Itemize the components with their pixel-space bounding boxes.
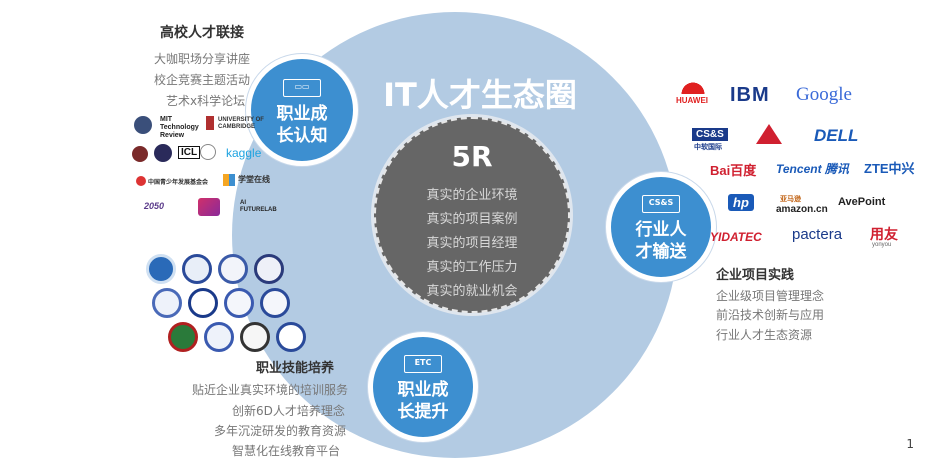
year2050-logo: 2050 xyxy=(144,201,165,211)
university-seal-icon xyxy=(260,288,290,318)
university-seal-icon xyxy=(132,146,148,162)
ecosystem-title: IT人才生态圈 xyxy=(383,76,577,114)
node-label: 职业成 长认知 xyxy=(276,104,328,146)
node-career-improve: ETC 职业成 长提升 xyxy=(368,332,478,442)
university-seal-icon xyxy=(218,254,248,284)
node-logo-icon: ETC xyxy=(404,355,442,373)
campus-item: 大咖职场分享讲座 xyxy=(154,52,251,66)
ibm-logo: IBM xyxy=(730,84,770,106)
university-seal-icon xyxy=(224,288,254,318)
enterprise-section-title: 企业项目实践 xyxy=(716,268,795,283)
node-logo-icon: ▭▭ xyxy=(283,79,321,97)
google-logo: Google xyxy=(796,84,852,105)
skills-item: 多年沉淀研发的教育资源 xyxy=(214,424,347,438)
campus-section-title: 高校人才联接 xyxy=(160,25,244,41)
avepoint-logo: AvePoint xyxy=(838,196,886,208)
core-item: 真实的工作压力 xyxy=(426,260,518,275)
kaggle-logo: kaggle xyxy=(226,146,262,160)
node-label: 职业成 长提升 xyxy=(397,380,449,422)
node-label: 行业人 才输送 xyxy=(635,220,687,262)
skills-item: 创新6D人才培养理念 xyxy=(232,404,345,418)
enterprise-item: 前沿技术创新与应用 xyxy=(716,308,825,322)
university-seal-icon xyxy=(154,144,172,162)
ai-lab-logo: AI FUTURELAB xyxy=(240,200,277,213)
enterprise-item: 行业人才生态资源 xyxy=(716,328,813,342)
baidu-logo: Bai百度 xyxy=(710,163,757,178)
company-triangle-icon xyxy=(756,124,782,144)
university-seal-icon xyxy=(240,322,270,352)
campus-item: 校企竞赛主题活动 xyxy=(154,73,251,87)
cambridge-shield-icon xyxy=(206,116,214,130)
node-industry-transfer: CS&S 行业人 才输送 xyxy=(606,172,716,282)
cambridge-logo: UNIVERSITY OF CAMBRIDGE xyxy=(218,117,264,130)
zte-logo: ZTE中兴 xyxy=(864,161,915,176)
amazon-cn-label: 亚马逊 xyxy=(780,196,801,203)
core-item: 真实的项目经理 xyxy=(426,236,518,251)
yonyou-subtitle: yonyou xyxy=(872,242,892,248)
css-logo: CS&S xyxy=(692,128,728,141)
dell-logo: DELL xyxy=(814,126,859,145)
core-circle xyxy=(374,117,570,313)
xuetang-icon xyxy=(223,174,235,186)
hp-logo: hp xyxy=(728,194,754,211)
xuetang-logo: 学堂在线 xyxy=(238,175,270,184)
university-seal-icon xyxy=(254,254,284,284)
huawei-icon xyxy=(680,78,706,94)
core-title: 5R xyxy=(451,140,493,173)
university-seal-grid xyxy=(140,254,316,356)
yidatec-logo: YIDATEC xyxy=(710,230,762,244)
node-career-cognition: ▭▭ 职业成 长认知 xyxy=(246,54,358,166)
yonyou-logo: 用友 xyxy=(870,226,898,242)
css-subtitle: 中软国际 xyxy=(694,144,722,151)
university-seal-icon xyxy=(204,322,234,352)
node-logo-icon: CS&S xyxy=(642,195,680,213)
youth-foundation-logo: 中国青少年发展基金会 xyxy=(148,180,209,186)
amazon-logo: amazon.cn xyxy=(776,204,828,215)
core-item: 真实的就业机会 xyxy=(426,284,518,299)
core-item: 真实的企业环境 xyxy=(426,188,518,203)
skills-item: 智慧化在线教育平台 xyxy=(232,444,341,458)
mit-logo: MIT Technology Review xyxy=(160,116,199,139)
skills-section-title: 职业技能培养 xyxy=(256,361,335,376)
youth-foundation-icon xyxy=(136,176,146,186)
icl-logo: ICL xyxy=(178,146,201,159)
university-seal-icon xyxy=(134,116,152,134)
pactera-logo: pactera xyxy=(792,226,843,243)
art-logo-icon xyxy=(198,198,220,216)
partner-logo-grid: HUAWEI IBM Google CS&S 中软国际 DELL Bai百度 T… xyxy=(676,78,915,250)
campus-logo-grid: MIT Technology Review UNIVERSITY OF CAMB… xyxy=(130,116,290,224)
university-seal-icon xyxy=(188,288,218,318)
tencent-logo: Tencent 腾讯 xyxy=(776,162,849,176)
huawei-logo: HUAWEI xyxy=(676,96,708,105)
university-seal-icon xyxy=(146,254,176,284)
university-seal-icon xyxy=(152,288,182,318)
university-seal-icon xyxy=(182,254,212,284)
university-seal-icon xyxy=(168,322,198,352)
page-number: 1 xyxy=(906,437,914,451)
university-seal-icon xyxy=(276,322,306,352)
enterprise-item: 企业级项目管理理念 xyxy=(716,289,825,303)
org-logo-icon xyxy=(200,144,216,160)
campus-item: 艺术x科学论坛 xyxy=(166,94,246,108)
skills-item: 贴近企业真实环境的培训服务 xyxy=(192,383,349,397)
core-item: 真实的项目案例 xyxy=(426,212,518,227)
